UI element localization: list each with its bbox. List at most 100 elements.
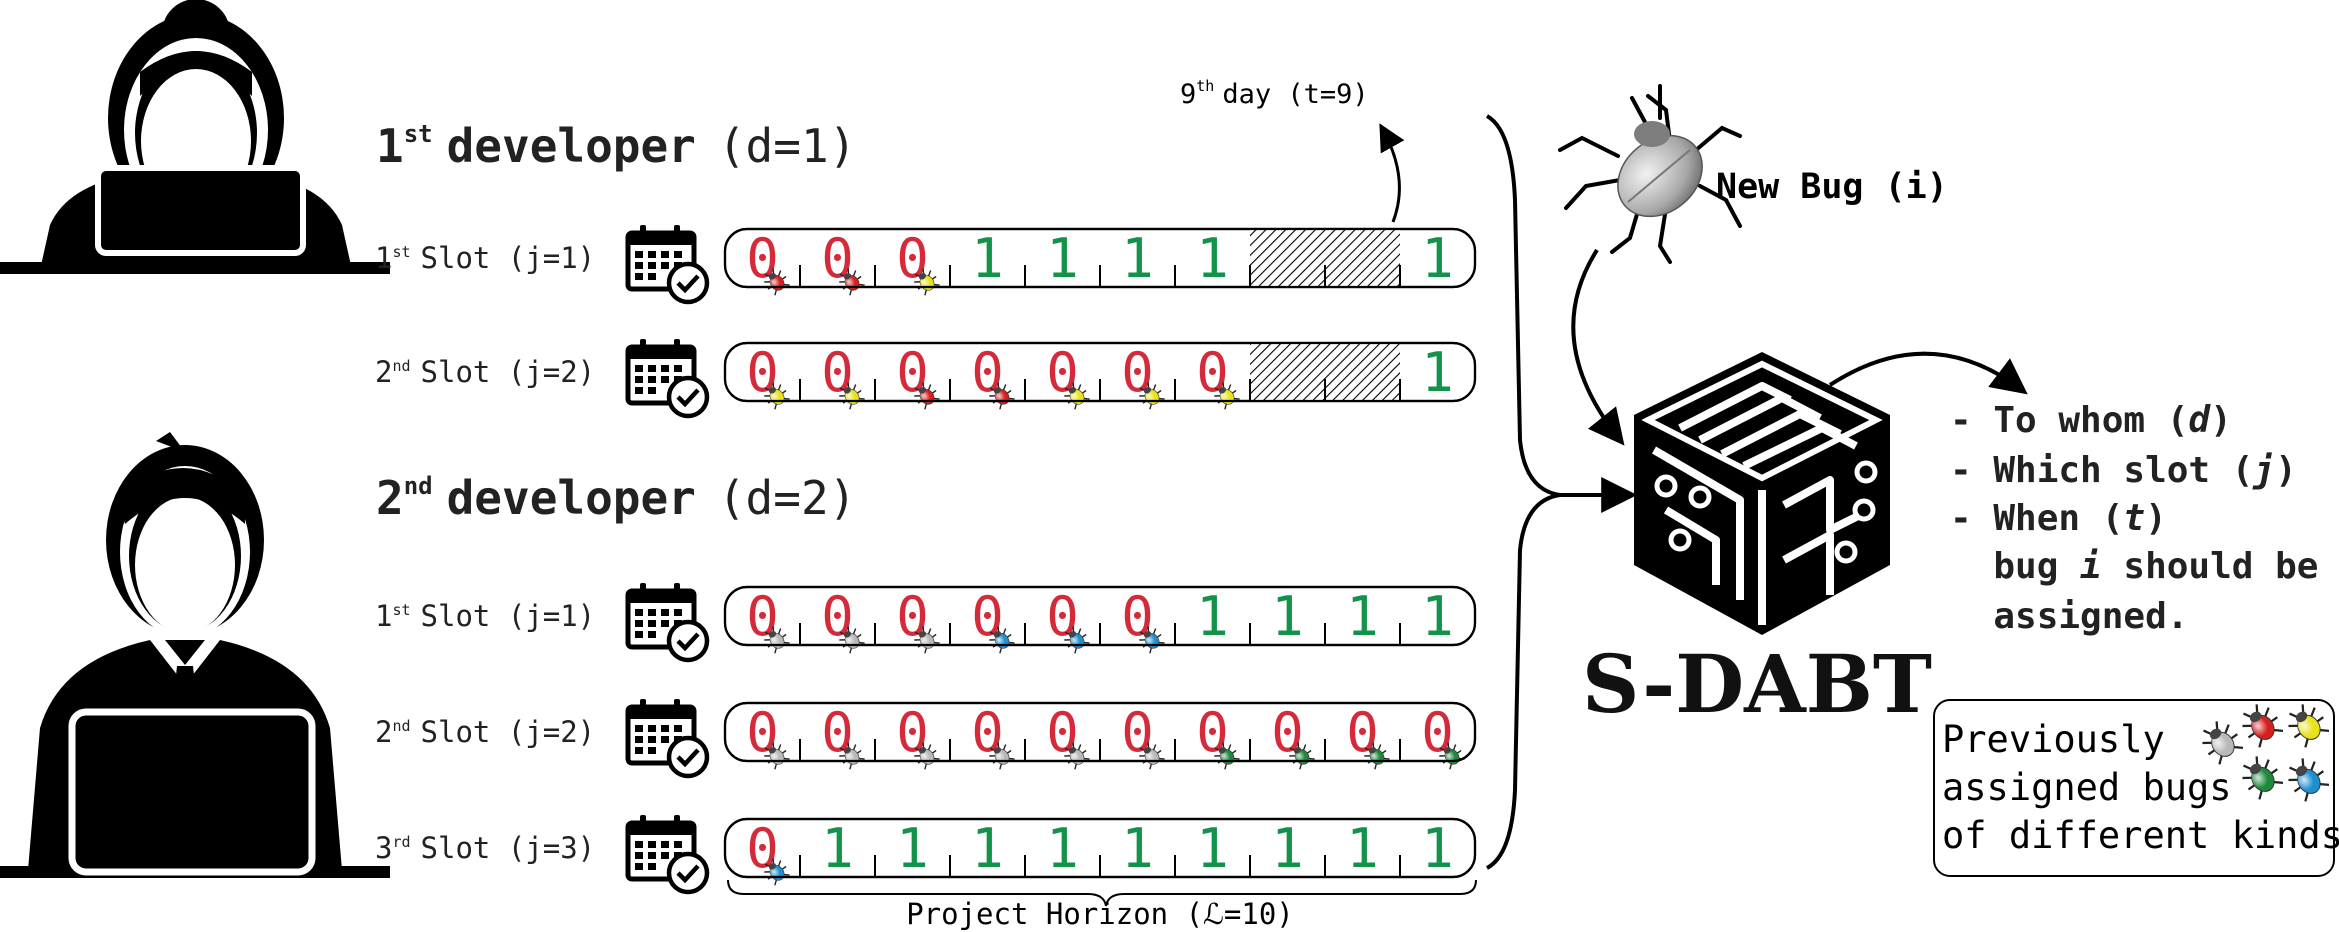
slot-sup: rd (392, 833, 410, 851)
new-bug-icon (1558, 84, 1742, 264)
day-marker-ordinal: 9 (1180, 79, 1196, 110)
developer-2-ordinal: 2 (376, 471, 404, 525)
value-one: 1 (1121, 227, 1154, 290)
woman-laptop-icon (84, 165, 306, 272)
developer-1-ordinal: 1 (376, 119, 404, 173)
day-marker: 9th day (t=9) (1180, 77, 1405, 223)
horizon-brace: Project Horizon (ℒ=10) (727, 879, 1477, 931)
bug-red-icon (2242, 704, 2284, 748)
slot-text: Slot (j=1) (421, 241, 596, 275)
value-one: 1 (1196, 227, 1229, 290)
calendar-check-icon (625, 583, 710, 663)
bug-gray-icon (2202, 721, 2244, 765)
chip-cube-icon (1634, 352, 1890, 635)
slot-ordinal: 1 (375, 241, 392, 275)
output-text: - To whom ( (1950, 400, 2188, 441)
value-one: 1 (1121, 817, 1154, 880)
developer-1-sup: st (404, 120, 433, 148)
bug-green-icon (2242, 756, 2284, 800)
value-one: 1 (1196, 817, 1229, 880)
output-text: j (2251, 450, 2275, 491)
slot-label: 2nd Slot (j=2) (375, 355, 595, 389)
value-one: 1 (1046, 817, 1079, 880)
value-one: 1 (1046, 227, 1079, 290)
slot-label: 1st Slot (j=1) (375, 241, 595, 275)
output-text: bug (1950, 546, 2080, 587)
calendar-check-icon (625, 699, 710, 779)
value-one: 1 (1421, 585, 1454, 648)
legend-line-3: of different kinds (1942, 814, 2339, 857)
value-one: 1 (1421, 817, 1454, 880)
output-text: ) (2275, 450, 2297, 491)
output-questions: - To whom (d)- Which slot (j)- When (t) … (1950, 400, 2318, 637)
slot-ordinal: 1 (375, 599, 392, 633)
developer-2-title: developer (447, 471, 696, 525)
value-one: 1 (971, 817, 1004, 880)
legend-line-1: Previously (1942, 718, 2165, 761)
output-line-1: - To whom (d) (1950, 400, 2232, 441)
developer-1-heading: 1st developer (d=1) (376, 119, 856, 173)
value-one: 1 (1271, 585, 1304, 648)
developer-1-title: developer (447, 119, 696, 173)
output-line-3: - When (t) (1950, 498, 2167, 539)
bug-yellow-icon (2288, 704, 2330, 748)
merge-brace (1485, 114, 1638, 870)
output-text: i (2080, 546, 2102, 587)
slot-ordinal: 3 (375, 831, 392, 865)
value-one: 1 (1271, 817, 1304, 880)
value-one: 1 (1421, 341, 1454, 404)
brand-name: S-DABT (1582, 637, 1932, 731)
legend-line-2: assigned bugs (1942, 766, 2232, 809)
output-text: should be (2102, 546, 2319, 587)
output-line-4: bug i should be (1950, 546, 2318, 587)
value-one: 1 (971, 227, 1004, 290)
output-text: t (2123, 498, 2145, 539)
new-bug-arrow (1571, 248, 1625, 446)
output-text: ) (2210, 400, 2232, 441)
calendar-check-icon (625, 815, 710, 895)
hatched-cell (1250, 230, 1325, 286)
legend-box: Previously assigned bugs of different ki… (1933, 699, 2339, 877)
output-line-5: assigned. (1950, 596, 2188, 637)
bug-blue-icon (2288, 758, 2330, 802)
value-one: 1 (1196, 585, 1229, 648)
slot-text: Slot (j=3) (421, 831, 596, 865)
hatched-cell (1250, 344, 1325, 400)
developer-1-param: (d=1) (718, 119, 856, 173)
slot-ordinal: 2 (375, 715, 392, 749)
day-marker-arrow (1379, 123, 1405, 223)
output-text: assigned. (1950, 596, 2188, 637)
output-text: - When ( (1950, 498, 2123, 539)
slot-sup: nd (392, 357, 410, 375)
value-one: 1 (1421, 227, 1454, 290)
value-one: 1 (821, 817, 854, 880)
slot-text: Slot (j=2) (421, 715, 596, 749)
slot-ordinal: 2 (375, 355, 392, 389)
output-arrow (1828, 351, 2028, 395)
day-marker-label: day (t=9) (1222, 79, 1368, 110)
output-text: d (2188, 400, 2211, 441)
slot-sup: st (392, 243, 410, 261)
output-line-2: - Which slot (j) (1950, 450, 2297, 491)
slot-sup: st (392, 601, 410, 619)
developer-2-param: (d=2) (718, 471, 856, 525)
value-one: 1 (896, 817, 929, 880)
output-text: - Which slot ( (1950, 450, 2253, 491)
calendar-check-icon (625, 339, 710, 419)
hatched-cell (1325, 344, 1400, 400)
calendar-check-icon (625, 225, 710, 305)
day-marker-sup: th (1196, 77, 1214, 95)
value-one: 1 (1346, 817, 1379, 880)
slot-label: 3rd Slot (j=3) (375, 831, 595, 865)
slot-text: Slot (j=1) (421, 599, 596, 633)
man-laptop-icon (68, 708, 316, 876)
slot-text: Slot (j=2) (421, 355, 596, 389)
